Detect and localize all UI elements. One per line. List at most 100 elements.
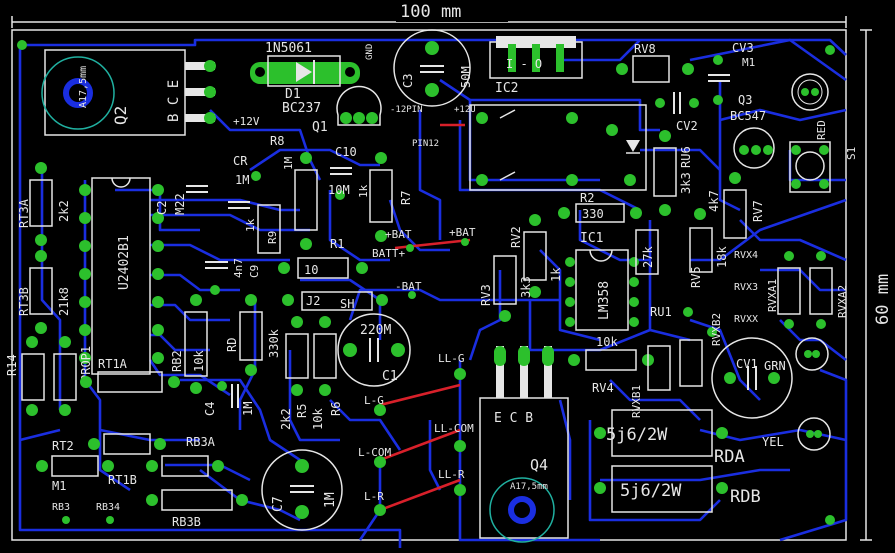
d1-label: D1 [285,87,301,102]
rb3a-resistor: RB3A [146,435,224,477]
r2-label: R2 [580,191,594,205]
plus12-label: +12U [454,105,476,115]
r8-label: R8 [270,134,284,148]
r1-label: R1 [330,237,344,251]
c1-capacitor: 220M C1 [337,313,411,387]
r1-resistor: R1 10 [278,237,368,279]
r9-value: 1k [244,218,257,232]
ic2-pins: I - O [506,57,542,71]
grn-label: GRN [764,359,786,373]
c4-value: 1M [241,402,255,416]
sh-label: SH [340,297,354,311]
c10-capacitor: C10 10M [328,145,357,200]
q4-hole-label: A17,5mm [510,482,548,492]
gnd-label: GND [365,44,375,60]
r27k-resistor: 27k [635,229,659,275]
r6-value: 10k [311,408,325,430]
yel-led [797,417,831,451]
rdb-value: 5j6/2W [620,481,682,501]
u2402b1-label: U2402B1 [117,235,132,290]
r8-resistor: R8 1M [270,134,318,250]
rv3-label: RV3 [479,284,493,306]
r7-resistor: 1k R7 [357,152,413,242]
q2-transistor: A17,5mm Q2 B C E [41,49,216,136]
v18k-label: 18k [715,246,729,268]
rvxb2-label: RVXB2 [710,313,723,346]
rb3a-label: RB3A [186,435,216,449]
ic1-opamp: IC1 LM358 [575,231,629,331]
c7-capacitor: C7 1M [261,449,343,531]
rt2-label: RT2 [52,439,74,453]
rvxx-label: RVXX [734,314,758,325]
q2-pins: B C E [166,80,182,122]
rt3a-value: 2k2 [57,200,71,222]
c10-label: C10 [335,145,357,159]
c7-label: C7 [271,496,286,512]
r5-value: 2k2 [279,408,293,430]
red-label: RED [815,120,828,140]
rb2-resistor: RB2 10k [170,294,208,394]
rv7-label: RV7 [751,200,765,222]
rda-resistor: 5j6/2W RDA [594,409,745,467]
height-label: 60 mm [873,274,893,325]
r9-resistor: 1k R9 [228,201,281,254]
c2-value: M22 [173,193,187,215]
ic1-label: IC1 [580,231,603,246]
rvx4-label: RVX4 [734,250,758,261]
ru6-value: 3k3 [679,172,693,194]
r2-resistor: R2 330 [558,191,642,223]
rb2-value: 10k [192,350,206,372]
rb2-label: RB2 [170,350,184,372]
rd-resistor: RD 330k [225,294,281,376]
bat-pos-label: +BAT [385,228,412,241]
rt2-resistor: RT2 M1 [36,439,114,493]
r7-value: 1k [357,184,370,198]
ic1-type: LM358 [597,281,612,320]
rt1b-resistor: RT1B [88,433,166,487]
r14-label: R14 [5,354,19,376]
ic2-regulator: I - O IC2 [489,36,583,96]
rv5-resistor: RV5 18k [689,208,729,288]
rt3b-value: 21k8 [57,287,71,316]
s1-label: S1 [845,147,858,160]
rv4-value: 10k [596,335,618,349]
ru6-label: RU6 [679,146,693,168]
cv1-label: CV1 [736,357,758,371]
width-label: 100 mm [400,2,461,22]
r9-label: R9 [266,231,279,244]
c3-label: C3 [401,74,415,88]
red-led: RED [791,73,829,140]
c9-value: 4n7 [232,258,245,278]
rv4-label: RV4 [592,381,614,395]
prop1-label: PROP1 [79,346,93,382]
rv8-resistor: RV8 [616,42,694,83]
rdb-resistor: 5j6/2W RDB [594,465,761,513]
c9-capacitor: 4n7 C9 [205,258,261,295]
rd-label: RD [225,338,239,352]
c10-value: 10M [328,183,350,197]
r6-resistor: 10k R6 [311,316,343,430]
grn-led [795,337,829,371]
pin12-label: PIN12 [412,139,439,149]
rvxa1-label: RVXA1 [766,279,779,312]
rv2-label: RV2 [509,226,523,248]
rt3a-resistor: RT3A 2k2 [17,162,71,246]
q1-transistor [336,85,382,126]
rb3b-label: RB3B [172,515,201,529]
relay-outline [469,104,647,191]
d1-diode: 1N5061 D1 [250,41,360,102]
lcom-label: L-COM [358,446,391,459]
rv7-value: 4k7 [707,190,721,212]
rv3-value: 3k3 [519,276,533,298]
relay-pads [476,109,636,186]
rv2-resistor: RV2 1k [509,214,563,298]
llr-label: LL-R [438,468,465,481]
u2402b1-ic: U2402B1 [91,177,151,375]
r2-value: 330 [582,207,604,221]
r5-resistor: 2k2 R5 [279,316,309,430]
rda-value: 5j6/2W [606,425,668,445]
rt1b-label: RT1B [108,473,137,487]
c2-label: C2 [155,201,169,215]
prop1-resistor: PROP1 [53,336,93,416]
